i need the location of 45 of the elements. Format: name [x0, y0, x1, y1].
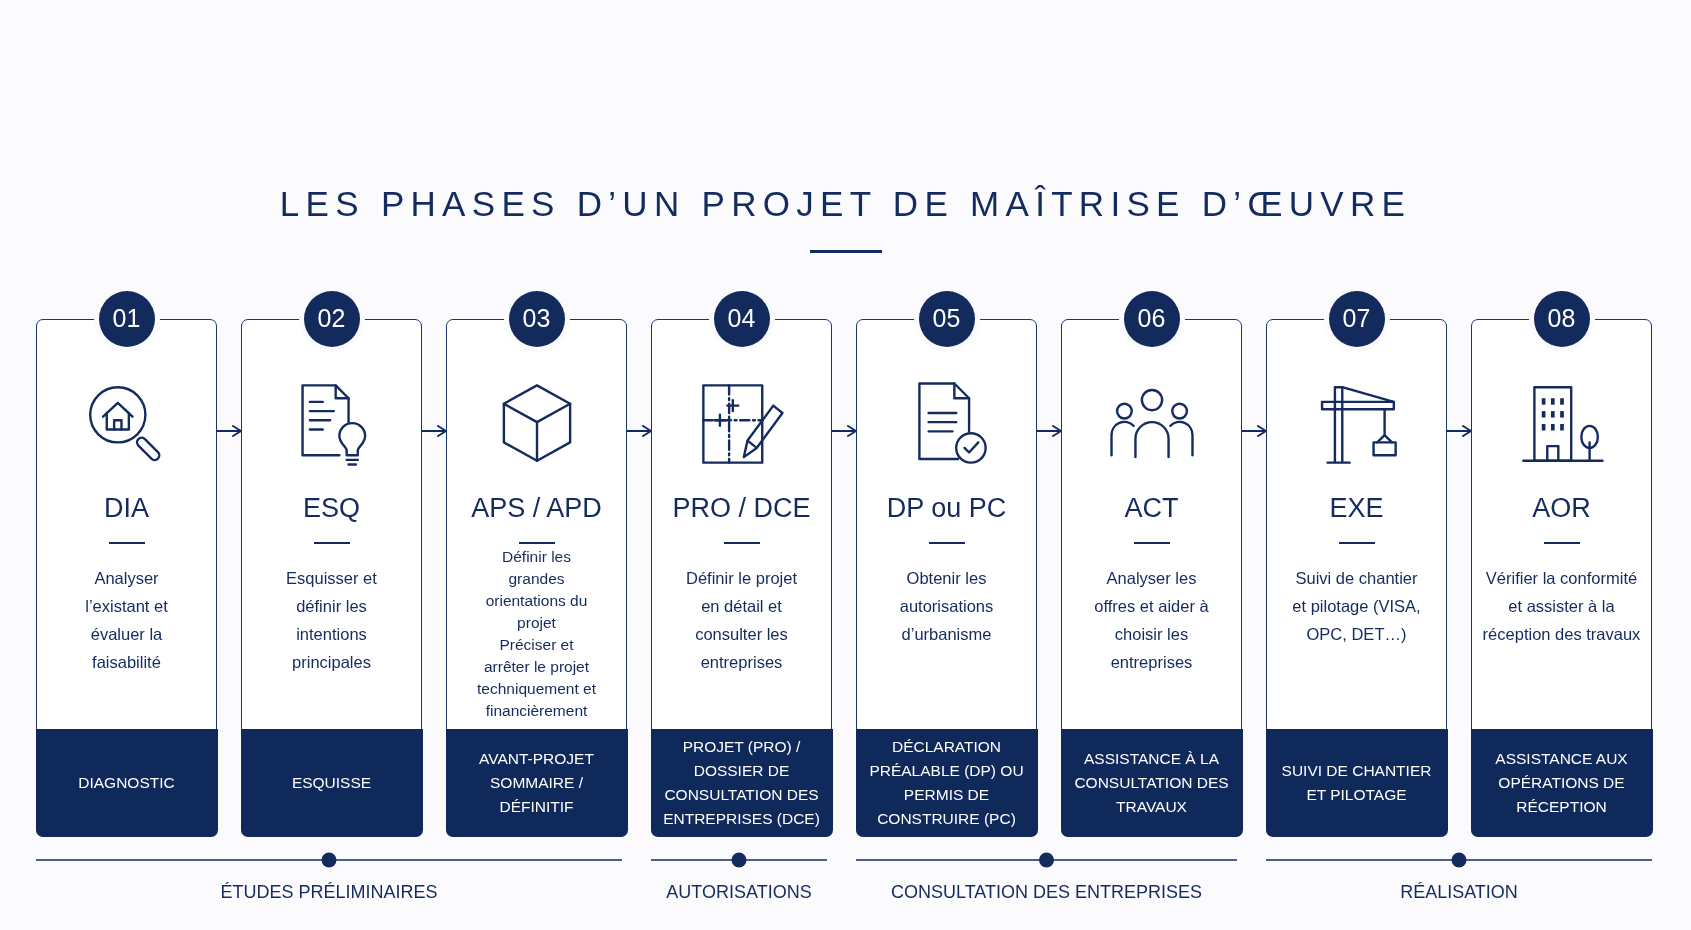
phase-description: Vérifier la conformité et assister à la réception des travaux [1482, 568, 1641, 645]
arrow [1036, 425, 1062, 437]
phase-name: PROJET (PRO) / DOSSIER DE CONSULTATION DES ENTREPRISES (DCE) [662, 736, 821, 829]
arrow [216, 425, 242, 437]
phase-description: Analyser les offres et aider à choisir les entreprises [1093, 568, 1210, 673]
phase-description: Préciser et arrêter le projet techniquement et financièrement [476, 635, 597, 721]
arrow [1241, 425, 1267, 437]
phase-name: DÉCLARATION PRÉALABLE (DP) OU PERMIS DE CONSTRUIRE (PC) [868, 736, 1025, 829]
phase-description: Définir les grandes orientations du projet [484, 547, 589, 633]
phase-group-label: AUTORISATIONS [666, 881, 812, 904]
phase-code: APS / APD [471, 492, 602, 525]
phase-name-band [1265, 728, 1448, 837]
phase-name-band [35, 728, 218, 837]
phase-name: ASSISTANCE À LA CONSULTATION DES TRAVAUX [1073, 748, 1230, 817]
phase-name-band [650, 728, 833, 837]
phase-code: AOR [1532, 492, 1591, 525]
phase-name: ASSISTANCE AUX OPÉRATIONS DE RÉCEPTION [1494, 748, 1629, 817]
phase-code: ACT [1124, 492, 1179, 525]
phase-code: PRO / DCE [672, 492, 811, 525]
phase-group-label: ÉTUDES PRÉLIMINAIRES [220, 881, 438, 904]
phase-name-band [1060, 728, 1243, 837]
phase-code: EXE [1329, 492, 1384, 525]
phase-description: Obtenir les autorisations d’urbanisme [898, 568, 995, 645]
phase-name: SUIVI DE CHANTIER ET PILOTAGE [1280, 760, 1433, 805]
phase-name: AVANT-PROJET SOMMAIRE / DÉFINITIF [478, 748, 595, 817]
phase-name-band [1470, 728, 1653, 837]
arrow [421, 425, 447, 437]
phase-description: Définir le projet en détail et consulter les entreprises [685, 568, 798, 673]
phase-group-label: RÉALISATION [1400, 881, 1518, 904]
phase-name-band [240, 728, 423, 837]
phase-code: ESQ [303, 492, 360, 525]
arrow [1446, 425, 1472, 437]
arrow [626, 425, 652, 437]
phase-description: Analyser l’existant et évaluer la faisabilité [84, 568, 169, 673]
phase-description: Esquisser et définir les intentions principales [285, 568, 378, 673]
phase-description: Suivi de chantier et pilotage (VISA, OPC, DET…) [1291, 568, 1422, 645]
phase-code: DP ou PC [886, 492, 1007, 525]
phase-name: ESQUISSE [291, 772, 372, 793]
arrow [831, 425, 857, 437]
phase-name-band [855, 728, 1038, 837]
phase-name-band [445, 728, 628, 837]
diagram-title: LES PHASES D’UN PROJET DE MAÎTRISE D’ŒUVRE [279, 183, 1412, 225]
phase-name: DIAGNOSTIC [78, 772, 175, 793]
phase-group-label: CONSULTATION DES ENTREPRISES [890, 881, 1202, 904]
phase-code: DIA [104, 492, 149, 525]
